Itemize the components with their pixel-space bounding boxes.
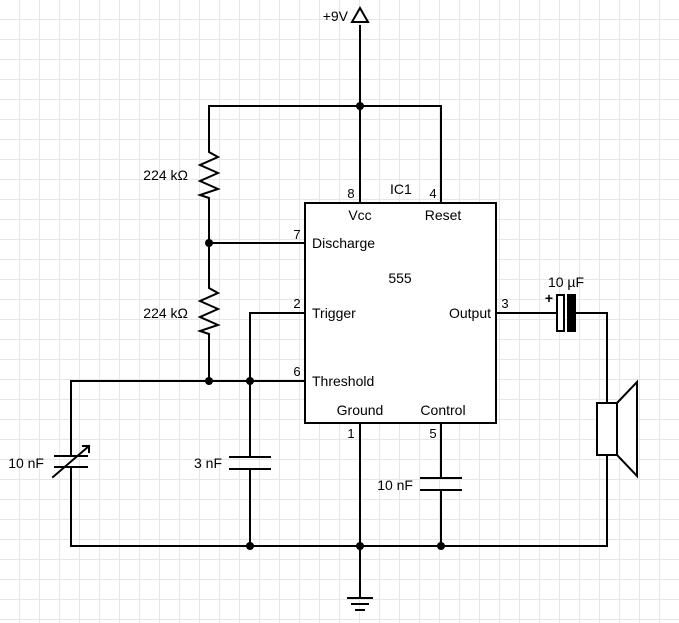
junction-dot [246,542,254,550]
pin-number-reset: 4 [429,186,436,201]
resistor-icon [196,149,221,201]
speaker-icon [596,402,618,456]
junctions [205,102,445,550]
pin-number-control: 5 [429,426,436,441]
pin-number-vcc: 8 [347,186,354,201]
pin-name-ground: Ground [337,402,384,418]
ic-part: 555 [388,270,412,286]
pin-number-threshold: 6 [293,364,300,379]
junction-dot [246,377,254,385]
pin-name-reset: Reset [425,207,462,223]
wires [70,25,608,598]
pin-number-ground: 1 [347,426,354,441]
pin-number-trigger: 2 [293,296,300,311]
pin-number-discharge: 7 [293,227,300,242]
c2-value: 10 nF [377,477,413,493]
c1-value: 3 nF [194,455,222,471]
cout-value: 10 µF [548,274,584,290]
speaker-cone [616,379,638,479]
ground-symbol [347,597,373,611]
junction-dot [205,239,213,247]
capacitor-plate-negative [567,294,576,332]
resistor-r1: 224 kΩ [143,149,221,201]
speaker [596,379,638,479]
junction-dot [356,542,364,550]
capacitor-c2: 10 nF [377,477,462,493]
junction-dot [437,542,445,550]
cout-polarity: + [545,290,553,306]
r1-value: 224 kΩ [143,167,188,183]
variable-arrow-icon [51,444,91,479]
ic-ref: IC1 [390,181,412,197]
ic-body [304,202,497,424]
cv-value: 10 nF [8,455,44,471]
supply-symbol: +9V [323,5,370,24]
supply-arrow-icon [350,5,370,23]
resistor-icon [196,284,221,337]
electrolytic-capacitor-icon [556,294,565,332]
capacitor-c1: 3 nF [194,455,271,471]
variable-capacitor: 10 nF [8,444,91,479]
junction-dot [356,102,364,110]
capacitor-cout: + 10 µF [545,274,584,332]
resistor-r2: 224 kΩ [143,284,221,337]
pin-name-vcc: Vcc [348,207,371,223]
pin-name-output: Output [449,305,491,321]
pin-name-threshold: Threshold [312,373,374,389]
pin-name-discharge: Discharge [312,235,375,251]
pin-number-output: 3 [501,296,508,311]
pin-name-trigger: Trigger [312,305,356,321]
supply-label: +9V [323,8,349,24]
r2-value: 224 kΩ [143,305,188,321]
junction-dot [205,377,213,385]
ic-555: IC1 555 8 4 7 2 6 3 1 5 Vcc Reset Discha… [293,181,508,441]
pin-name-control: Control [420,402,465,418]
